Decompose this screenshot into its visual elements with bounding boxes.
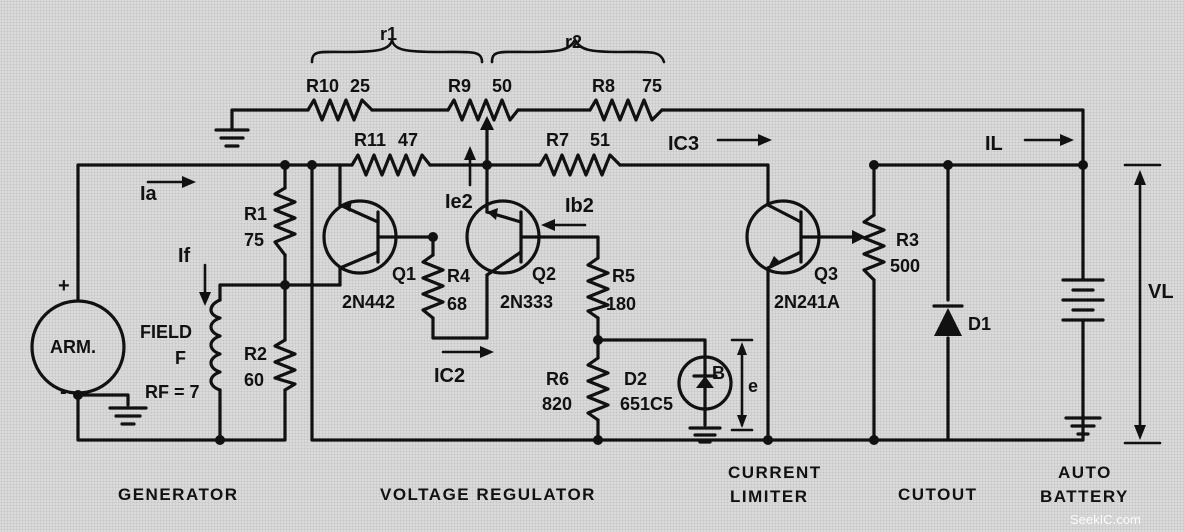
section-auto-battery-line1: AUTO (1058, 463, 1112, 482)
section-current-limiter-line2: LIMITER (730, 487, 809, 506)
section-labels: GENERATOR VOLTAGE REGULATOR CURRENT LIMI… (118, 463, 1141, 527)
zener-mark: B (712, 363, 725, 383)
d2-name: D2 (624, 369, 647, 389)
r2-value: 60 (244, 370, 264, 390)
section-cutout: CUTOUT (898, 485, 978, 504)
resistor-r6 (586, 356, 610, 422)
transistor-q2 (465, 199, 542, 277)
field-label-1: FIELD (140, 322, 192, 342)
r11-value: 47 (398, 130, 418, 150)
resistor-r8 (588, 98, 664, 122)
r4-name: R4 (447, 266, 470, 286)
r5-value: 180 (606, 294, 636, 314)
r8-value: 75 (642, 76, 662, 96)
d2-part: 651C5 (620, 394, 673, 414)
r3-name: R3 (896, 230, 919, 250)
section-voltage-regulator: VOLTAGE REGULATOR (380, 485, 596, 504)
resistor-r2 (273, 338, 297, 392)
resistor-r9 (446, 98, 520, 130)
resistor-r7 (538, 153, 622, 177)
q3-name: Q3 (814, 264, 838, 284)
vl-label: VL (1148, 281, 1174, 303)
minus-sign: - (60, 381, 67, 403)
r8-name: R8 (592, 76, 615, 96)
resistor-r1 (273, 186, 297, 257)
resistor-r4 (421, 253, 445, 320)
r1-name: R1 (244, 204, 267, 224)
ib2-label: Ib2 (565, 195, 594, 217)
e-label: e (748, 376, 758, 396)
ic2-label: IC2 (434, 365, 465, 387)
braces (310, 37, 666, 64)
r5-name: R5 (612, 266, 635, 286)
labels: r1 r2 R10 25 R9 50 R8 75 R11 47 R7 51 Ia… (50, 24, 1174, 414)
q1-name: Q1 (392, 264, 416, 284)
r11-name: R11 (354, 130, 386, 150)
auto-battery (1061, 278, 1105, 322)
transistor-q3 (745, 199, 821, 275)
armature-label: ARM. (50, 337, 96, 357)
r3-value: 500 (890, 256, 920, 276)
r9-value: 50 (492, 76, 512, 96)
r1-brace-label: r1 (380, 24, 397, 44)
r6-value: 820 (542, 394, 572, 414)
r10-value: 25 (350, 76, 370, 96)
ia-label: Ia (140, 183, 158, 205)
section-current-limiter-line1: CURRENT (728, 463, 822, 482)
resistor-r11 (350, 153, 432, 177)
transistor-q1 (322, 199, 400, 275)
rf-label: RF = 7 (145, 382, 200, 402)
q1-part: 2N442 (342, 292, 395, 312)
plus-sign: + (58, 275, 70, 297)
potentiometer-r3 (852, 213, 886, 282)
resistor-r5 (586, 256, 610, 320)
r10-name: R10 (306, 76, 339, 96)
ie2-label: Ie2 (445, 191, 473, 213)
section-auto-battery-line2: BATTERY (1040, 487, 1129, 506)
q2-part: 2N333 (500, 292, 553, 312)
watermark: SeekIC.com (1070, 512, 1141, 527)
r4-value: 68 (447, 294, 467, 314)
r6-name: R6 (546, 369, 569, 389)
r2-brace-label: r2 (565, 32, 582, 52)
r9-name: R9 (448, 76, 471, 96)
ground-symbols (108, 128, 1102, 444)
r7-name: R7 (546, 130, 569, 150)
r1-value: 75 (244, 230, 264, 250)
ic3-label: IC3 (668, 133, 699, 155)
r7-value: 51 (590, 130, 610, 150)
armature-circle (30, 299, 126, 395)
il-label: IL (985, 133, 1003, 155)
resistor-r10 (306, 98, 374, 122)
diode-d1 (932, 304, 964, 336)
current-arrows (146, 134, 1162, 445)
d1-name: D1 (968, 314, 991, 334)
zener-diode-d2 (677, 355, 733, 411)
if-label: If (178, 245, 191, 267)
field-coil (209, 298, 222, 392)
junction-dots (73, 160, 1088, 445)
q2-name: Q2 (532, 264, 556, 284)
q3-part: 2N241A (774, 292, 840, 312)
field-label-2: F (175, 348, 186, 368)
section-generator: GENERATOR (118, 485, 239, 504)
r2-name: R2 (244, 344, 267, 364)
